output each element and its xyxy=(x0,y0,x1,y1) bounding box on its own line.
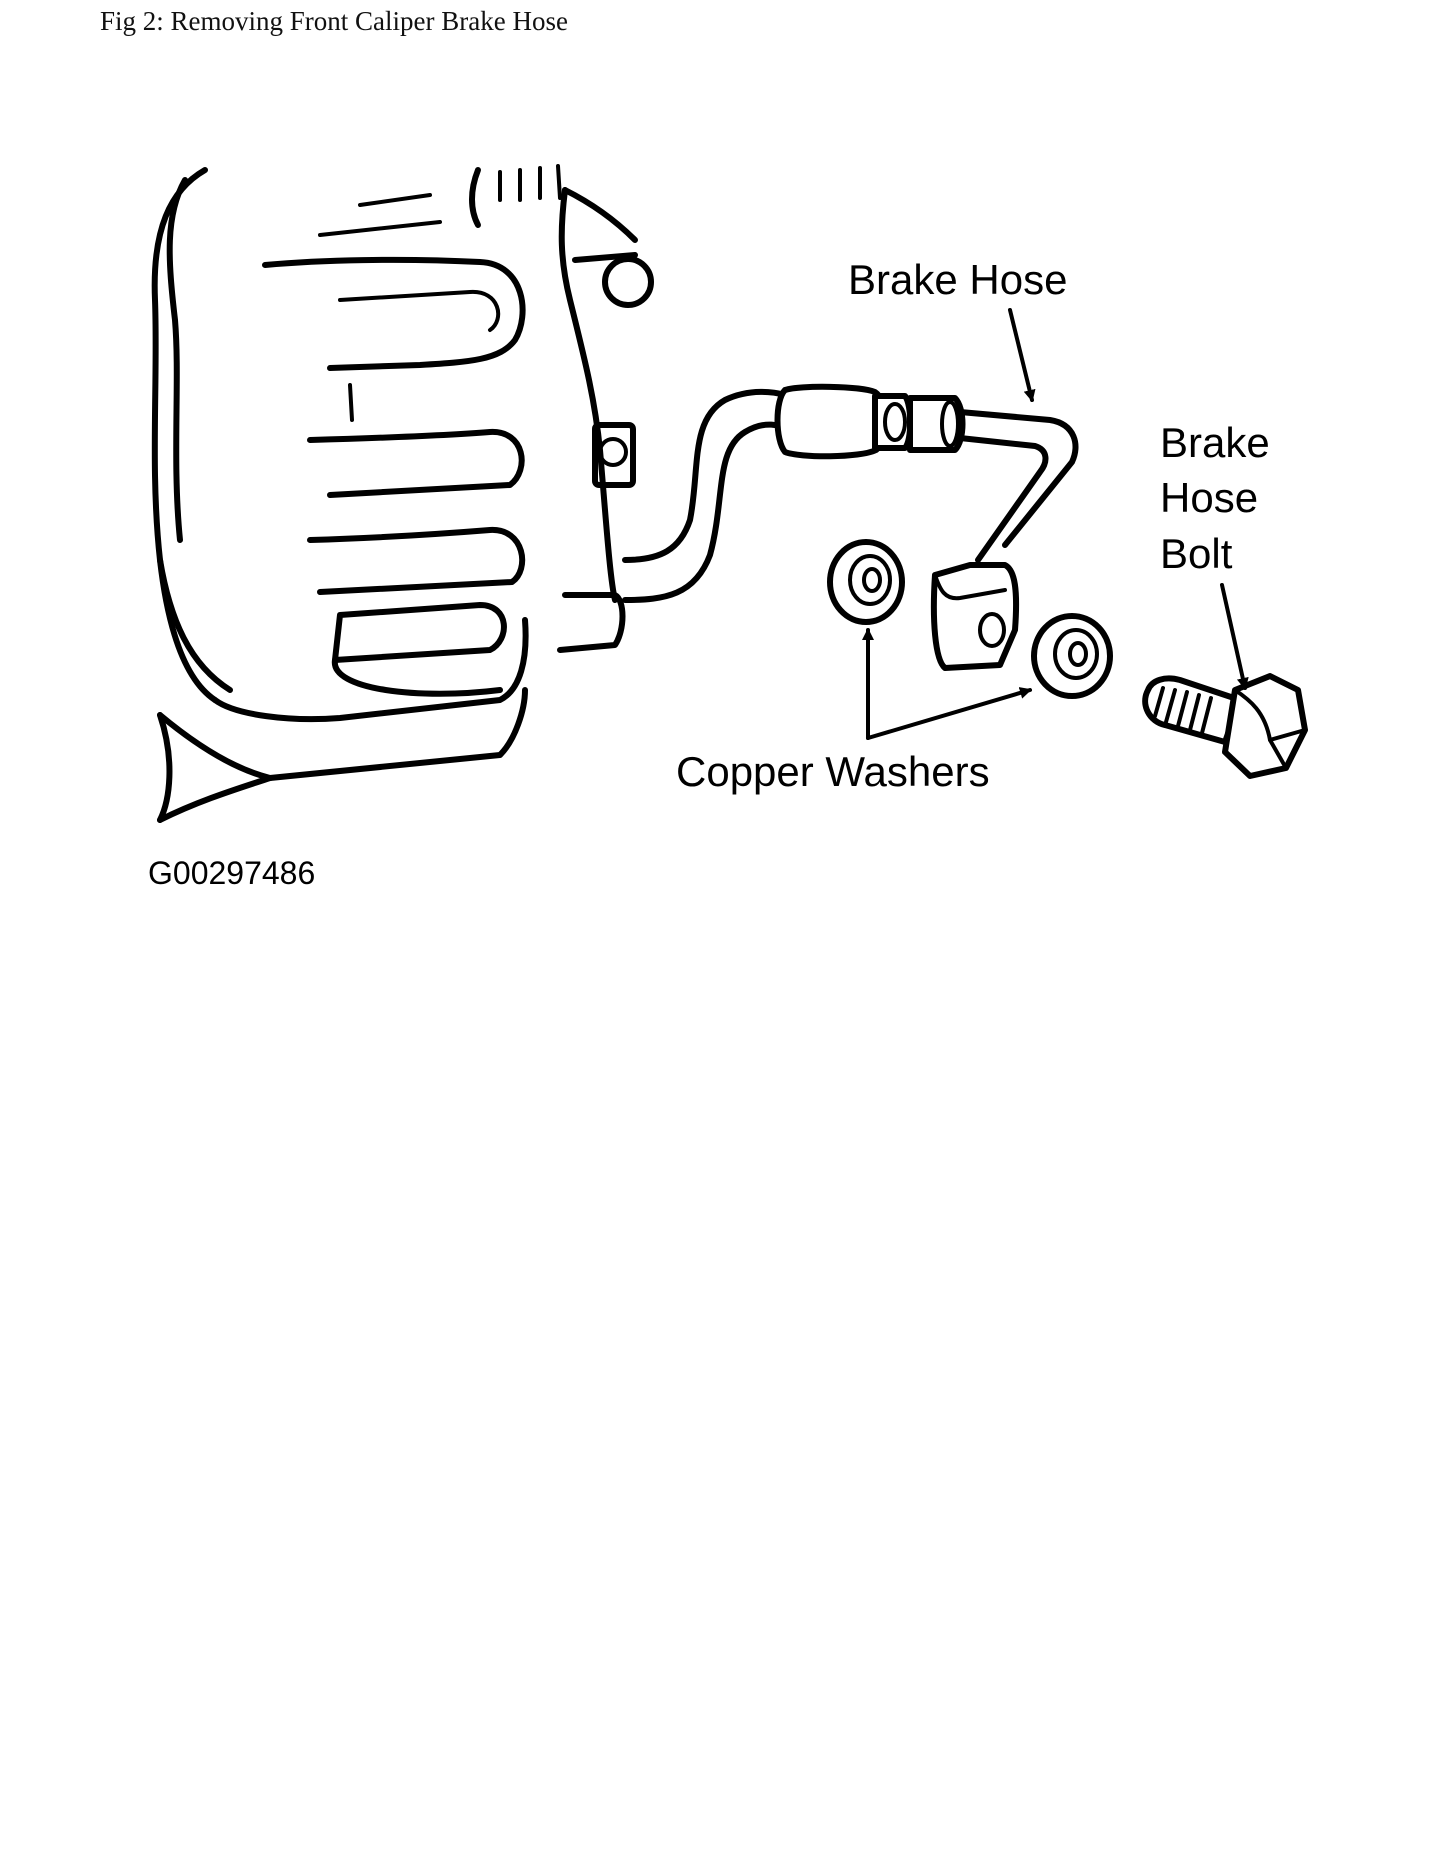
figure-code: G00297486 xyxy=(148,855,315,891)
brake-hose-bolt-drawing xyxy=(1142,673,1308,779)
label-brake-hose-bolt-line-1: Brake xyxy=(1160,419,1270,466)
copper-washer-drawing xyxy=(827,539,905,625)
label-brake-hose-bolt-line-2: Hose xyxy=(1160,474,1258,521)
figure-caption: Fig 2: Removing Front Caliper Brake Hose xyxy=(100,6,568,36)
caliper-drawing xyxy=(151,164,654,823)
label-brake-hose-bolt-line-3: Bolt xyxy=(1160,530,1233,577)
label-brake-hose: Brake Hose xyxy=(848,256,1067,303)
arrow-copper-washer-right xyxy=(866,687,1032,740)
arrow-brake-hose-bolt xyxy=(1220,583,1249,690)
arrow-brake-hose xyxy=(1008,308,1036,402)
copper-washer-drawing xyxy=(1031,613,1113,699)
label-copper-washers: Copper Washers xyxy=(676,748,990,795)
brake-hose-drawing xyxy=(622,383,1079,671)
